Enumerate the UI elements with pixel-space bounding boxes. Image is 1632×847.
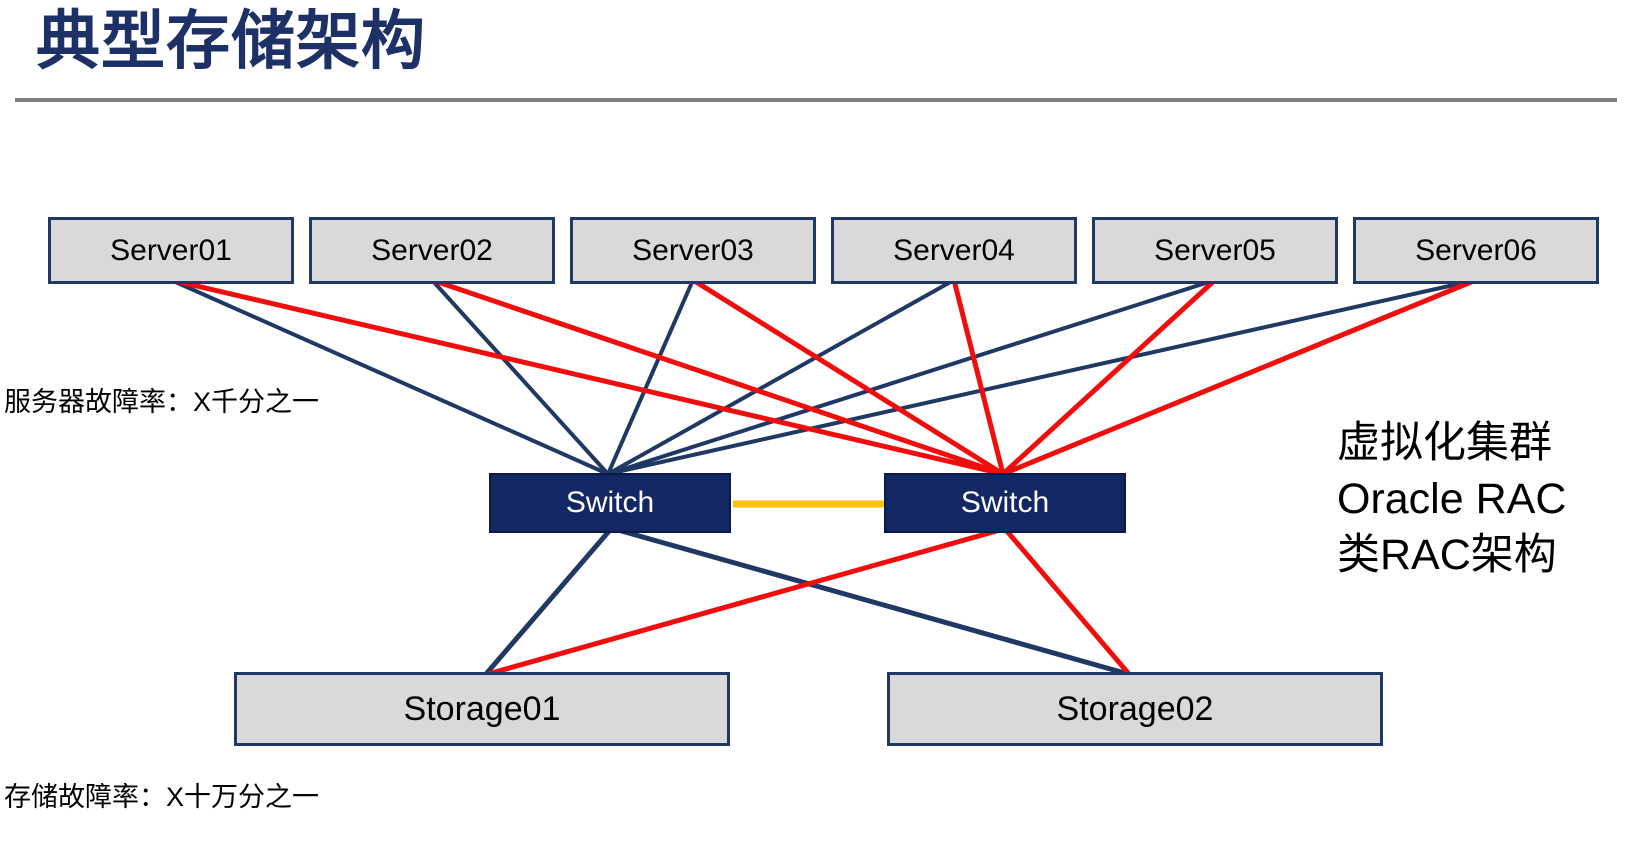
server-node-05: Server05 (1092, 217, 1338, 284)
server-label-03: Server03 (632, 233, 754, 267)
cluster-type-note: 虚拟化集群 Oracle RAC 类RAC架构 (1337, 415, 1566, 583)
server-node-04: Server04 (831, 217, 1077, 284)
server-node-02: Server02 (309, 217, 555, 284)
link-server05-switch2 (1001, 278, 1217, 476)
link-server02-switch1 (430, 278, 610, 476)
link-switch2-storage01 (487, 527, 1001, 677)
storage-node-02: Storage02 (887, 672, 1383, 746)
storage-failure-rate-note: 存储故障率：X十万分之一 (4, 782, 320, 812)
server-label-05: Server05 (1154, 233, 1276, 267)
server-failure-rate-note: 服务器故障率：X千分之一 (4, 387, 320, 417)
server-label-06: Server06 (1415, 233, 1537, 267)
link-server03-switch1 (606, 279, 695, 475)
link-switch2-storage02 (1004, 528, 1131, 676)
storage-label-02: Storage02 (1056, 689, 1214, 728)
fabric-a-links (170, 278, 1477, 476)
link-server02-switch2 (431, 277, 1004, 477)
storage-label-01: Storage01 (403, 689, 561, 728)
server-label-04: Server04 (893, 233, 1015, 267)
link-switch1-storage01 (484, 528, 612, 676)
page-title: 典型存储架构 (36, 5, 426, 77)
link-server01-switch1 (170, 278, 609, 476)
link-server06-switch2 (1002, 277, 1477, 477)
switch-label-right: Switch (960, 486, 1050, 519)
link-server06-switch1 (607, 278, 1477, 476)
fabric-b-links (170, 277, 1477, 477)
switch-node-right: Switch (884, 473, 1126, 533)
title-divider (15, 98, 1617, 102)
server-node-03: Server03 (570, 217, 816, 284)
link-server05-switch1 (607, 278, 1216, 476)
link-server04-switch2 (951, 279, 1006, 475)
cluster-note-line-1: 虚拟化集群 (1337, 419, 1552, 467)
switch-label-left: Switch (565, 486, 655, 519)
link-server01-switch2 (170, 277, 1004, 477)
storage-node-01: Storage01 (234, 672, 730, 746)
link-server04-switch1 (607, 278, 955, 476)
cluster-note-line-3: 类RAC架构 (1337, 531, 1557, 579)
link-switch1-storage02 (617, 527, 1129, 677)
server-label-01: Server01 (110, 233, 232, 267)
link-server03-switch2 (691, 277, 1005, 477)
storage-links (484, 527, 1131, 677)
switch-node-left: Switch (489, 473, 731, 533)
cluster-note-line-2: Oracle RAC (1337, 475, 1567, 523)
server-label-02: Server02 (371, 233, 493, 267)
server-node-06: Server06 (1353, 217, 1599, 284)
server-node-01: Server01 (48, 217, 294, 284)
